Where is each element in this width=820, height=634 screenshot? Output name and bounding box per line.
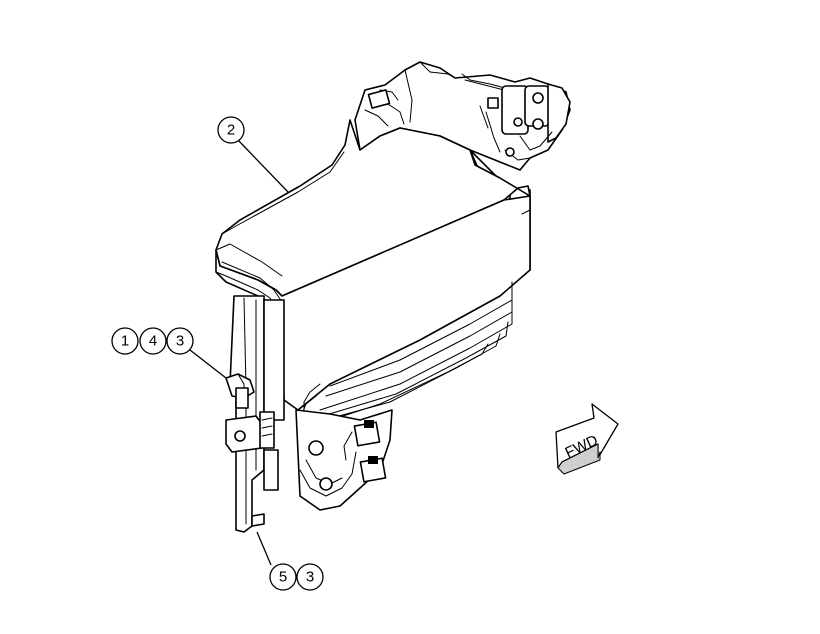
- fwd-direction-arrow: FWD: [555, 403, 619, 475]
- armrest-cushion: [215, 119, 531, 429]
- callout-3-upper: 3: [166, 327, 194, 355]
- callout-3-lower: 3: [296, 563, 324, 591]
- upper-mounting-arm: [354, 61, 571, 193]
- callout-5: 5: [269, 563, 297, 591]
- leader-lines: [189, 139, 289, 566]
- callout-1: 1: [111, 327, 139, 355]
- lower-mounting-bracket: [225, 295, 393, 533]
- svg-text:3: 3: [176, 333, 184, 350]
- svg-text:1: 1: [121, 333, 129, 350]
- svg-text:2: 2: [227, 122, 235, 139]
- svg-text:4: 4: [149, 333, 157, 350]
- callout-2: 2: [217, 116, 245, 144]
- svg-text:5: 5: [279, 569, 287, 586]
- callout-4: 4: [139, 327, 167, 355]
- svg-text:3: 3: [306, 569, 314, 586]
